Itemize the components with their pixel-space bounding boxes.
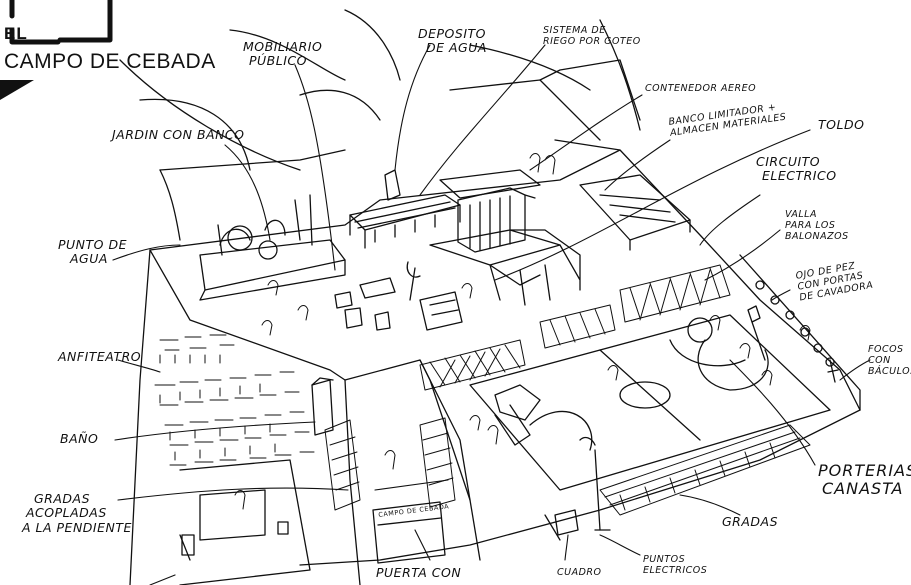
label-gradas: GRADAS <box>722 514 779 529</box>
aerial-container <box>457 187 536 253</box>
label-focos-line3: BÁCULOS <box>868 365 911 377</box>
amphitheatre-platform <box>344 359 481 585</box>
label-deposito: DEPOSITO DE AGUA <box>418 26 487 56</box>
logo-prefix: EL <box>4 24 28 43</box>
logo-name: CAMPO DE CEBADA <box>4 50 216 73</box>
label-gradas-acopladas-line1: GRADAS <box>34 491 91 506</box>
label-deposito-line2: DE AGUA <box>426 40 487 56</box>
label-riego: SISTEMA DE RIEGO POR GOTEO <box>543 25 641 48</box>
label-punto-agua: PUNTO DE AGUA <box>58 237 128 267</box>
label-riego-line1: SISTEMA DE <box>543 25 606 36</box>
label-porterias-line2: CANASTA <box>822 479 904 499</box>
label-valla: VALLA PARA LOS BALONAZOS <box>785 209 849 243</box>
label-toldo: TOLDO <box>818 117 865 132</box>
ball-fences <box>419 264 731 391</box>
label-mobiliario: MOBILIARIO PÚBLICO <box>243 39 323 69</box>
label-punto-agua-line2: AGUA <box>70 251 108 267</box>
amphitheatre-chairs <box>154 334 315 466</box>
label-gradas-acopladas-line2: ACOPLADAS <box>26 505 107 521</box>
portholes-wall <box>739 254 861 411</box>
label-focos: FOCOS CON BÁCULOS <box>868 344 911 378</box>
label-porterias: PORTERIAS CANASTA <box>818 461 911 499</box>
label-circuito-line1: CIRCUITO <box>756 154 821 169</box>
sports-court <box>469 314 831 491</box>
toilet-cabin <box>311 377 334 436</box>
label-cuadro: CUADRO <box>557 567 602 578</box>
label-porterias-line1: PORTERIAS <box>818 461 911 480</box>
entrance-sign <box>372 501 446 564</box>
label-valla-line3: BALONAZOS <box>785 230 849 242</box>
label-mobiliario-line2: PÚBLICO <box>249 53 307 69</box>
label-valla-line2: PARA LOS <box>785 219 836 231</box>
site-outline <box>129 149 861 585</box>
label-gradas-acopladas: GRADAS ACOPLADAS A LA PENDIENTE <box>22 491 132 535</box>
label-riego-line2: RIEGO POR GOTEO <box>543 35 641 47</box>
public-furniture <box>334 261 463 331</box>
label-gradas-acopladas-line3: A LA PENDIENTE <box>22 519 132 535</box>
electrical-box <box>544 436 611 541</box>
label-jardin: JARDIN CON BANCO <box>112 127 245 142</box>
label-puntos-electricos: PUNTOS ELECTRICOS <box>643 554 708 577</box>
label-puntos-electricos-line1: PUNTOS <box>643 554 686 565</box>
label-bano: BAÑO <box>60 431 99 446</box>
label-deposito-line1: DEPOSITO <box>418 26 486 41</box>
court-bleachers <box>599 424 811 516</box>
label-valla-line1: VALLA <box>785 209 817 220</box>
label-anfiteatro: ANFITEATRO <box>58 349 142 364</box>
label-circuito-line2: ELECTRICO <box>762 168 837 184</box>
awning-structure <box>429 229 581 306</box>
label-punto-agua-line1: PUNTO DE <box>58 237 128 252</box>
label-puerta: PUERTA CON <box>376 565 462 580</box>
planters <box>349 169 541 249</box>
stage-screen <box>179 459 311 585</box>
label-circuito: CIRCUITO ELECTRICO <box>756 154 837 184</box>
background-arches <box>119 9 641 241</box>
label-focos-line2: CON <box>868 354 891 366</box>
basketball-hoops <box>494 305 766 446</box>
label-mobiliario-line1: MOBILIARIO <box>243 39 323 54</box>
bench-storage <box>579 174 691 251</box>
garden-bed <box>199 194 346 301</box>
people-figures <box>234 153 811 510</box>
label-puntos-electricos-line2: ELECTRICOS <box>643 564 708 576</box>
logo-frame <box>9 0 113 45</box>
leader-lines <box>112 44 871 585</box>
bleachers-slope <box>324 417 456 511</box>
logo: EL CAMPO DE CEBADA <box>0 0 215 100</box>
label-focos-line1: FOCOS <box>868 344 904 355</box>
logo-triangle <box>0 80 34 100</box>
label-contenedor: CONTENEDOR AEREO <box>645 83 757 94</box>
